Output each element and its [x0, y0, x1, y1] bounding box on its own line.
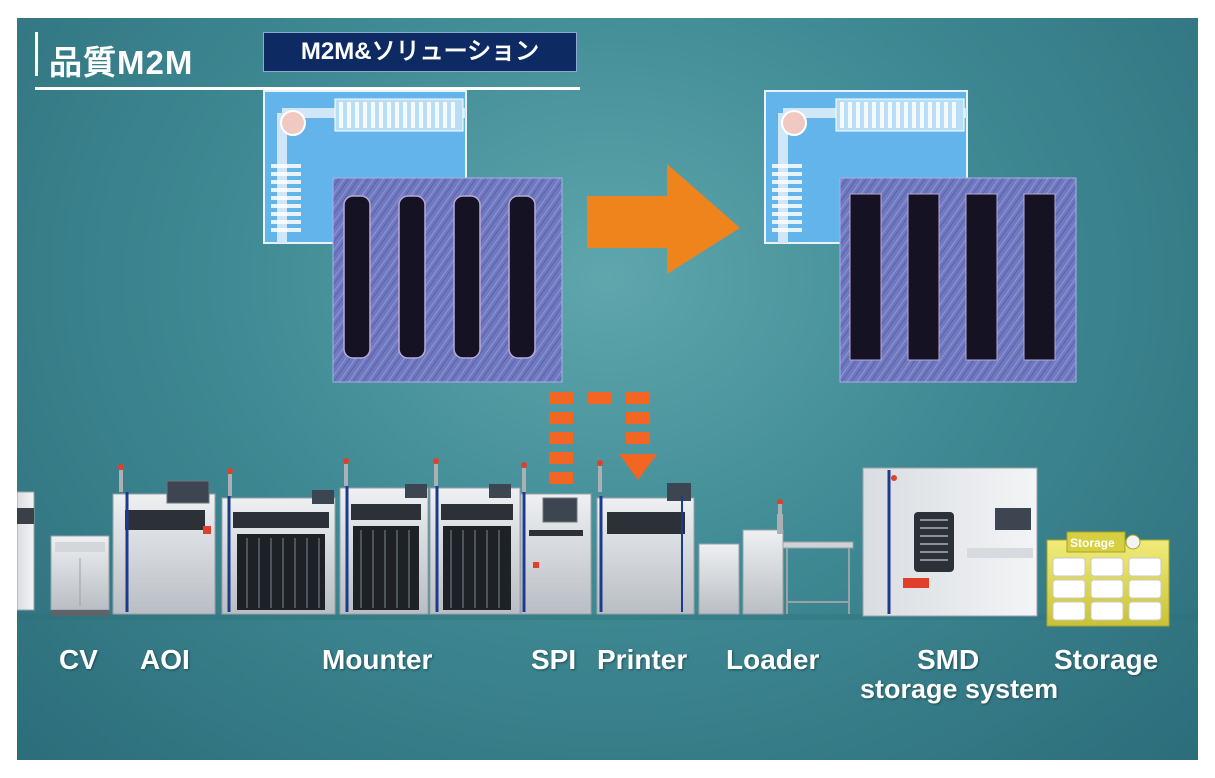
label-smd: SMD — [917, 644, 980, 675]
label-loader: Loader — [726, 644, 820, 675]
storage-rack-sign: Storage — [1070, 536, 1115, 550]
label-smd-storage-system: storage system — [860, 674, 1059, 704]
dashed-feedback-arrow-icon — [549, 392, 657, 484]
stencil-before — [332, 177, 563, 383]
page-title: 品質M2M — [49, 44, 194, 81]
smd-storage-system — [862, 467, 1038, 617]
aoi-machine — [112, 464, 216, 615]
label-printer: Printer — [597, 644, 688, 675]
label-aoi: AOI — [140, 644, 190, 675]
mounter-machine-3 — [429, 458, 521, 615]
loader-machine — [698, 499, 854, 615]
header-accent-bar — [35, 32, 38, 76]
header-subtitle-badge: M2M&ソリューション — [263, 32, 577, 72]
label-storage: Storage — [1054, 644, 1159, 675]
stencil-after — [839, 177, 1077, 383]
label-mounter: Mounter — [322, 644, 433, 675]
process-illustration: Storage — [17, 90, 1198, 627]
arrow-right-icon — [587, 164, 740, 274]
storage-rack: Storage — [1046, 531, 1170, 627]
mounter-machine-1 — [221, 468, 336, 615]
label-spi: SPI — [531, 644, 577, 675]
spi-machine — [520, 462, 592, 615]
label-cv: CV — [59, 644, 98, 675]
mounter-machine-2 — [339, 458, 429, 615]
diagram-canvas: 品質M2M M2M&ソリューション — [17, 18, 1198, 760]
printer-machine — [596, 460, 695, 615]
cv-machine — [17, 491, 110, 616]
header-underline — [35, 87, 580, 90]
